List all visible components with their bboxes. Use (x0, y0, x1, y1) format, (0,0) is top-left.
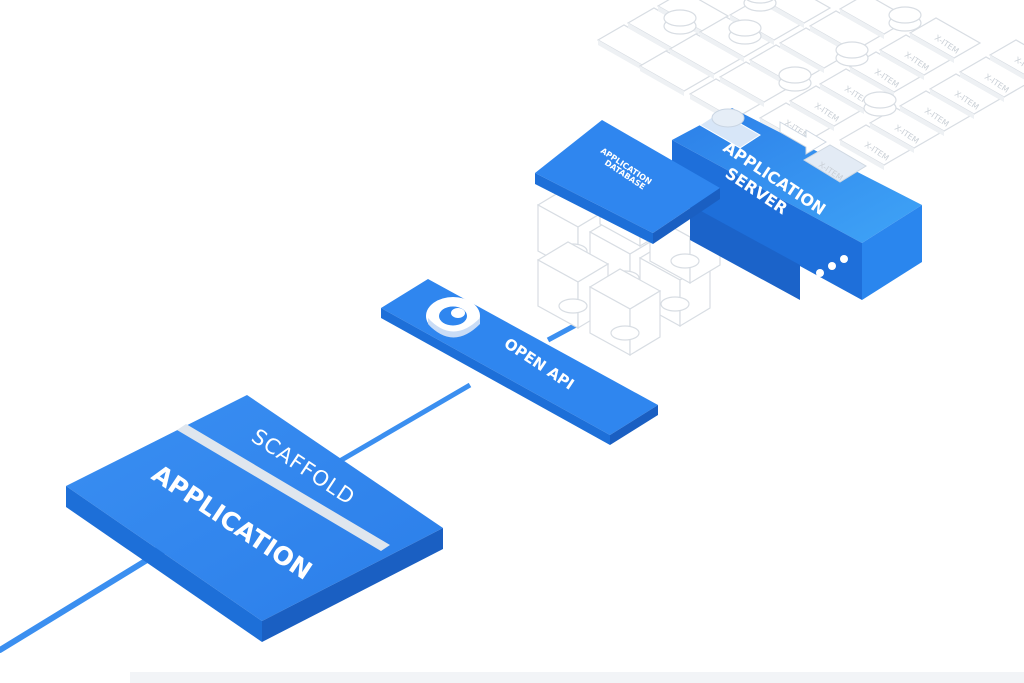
open-api-ring-icon (426, 297, 480, 338)
arrow-icon (779, 121, 827, 155)
coin-stack-icon (711, 108, 745, 128)
coin-stack-icon (888, 6, 922, 32)
floor-shadow (130, 672, 1024, 683)
ghost-list-items: X-ITEMX-ITEMX-ITEMX-ITEMX-ITEMX-ITEMX-IT… (596, 0, 1024, 170)
ghost-list-item: X-ITEM (908, 17, 982, 63)
ghost-list-item: X-ITEM (928, 73, 1002, 119)
coin-stack-icon (863, 91, 897, 117)
ghost-list-item: X-ITEM (878, 34, 952, 80)
ghost-cube (588, 268, 662, 357)
application-box[interactable]: SCAFFOLD APPLICATION (66, 395, 443, 642)
transfer-items: X-ITEM (699, 108, 867, 183)
status-dots-icon (816, 255, 848, 277)
ghost-list-item: X-ITEM (958, 56, 1024, 102)
coin-stack-icon (743, 0, 777, 12)
connector-app-api (336, 382, 472, 465)
application-database[interactable]: APPLICATION DATABASE (535, 120, 720, 244)
coin-stack-icon (835, 41, 869, 67)
coin-stack-icon (663, 9, 697, 35)
ghost-list-item: X-ITEM (988, 39, 1024, 80)
scaffold-bar (177, 424, 390, 551)
coin-stack-icon (728, 19, 762, 45)
ghost-list-item: X-ITEM (868, 107, 942, 153)
ghost-list-item: X-ITEM (898, 90, 972, 136)
coin-stack-icon (778, 66, 812, 92)
ghost-list-item: X-ITEM (848, 51, 922, 97)
input-cable (0, 549, 163, 653)
open-api-node[interactable]: OPEN API (381, 279, 658, 445)
